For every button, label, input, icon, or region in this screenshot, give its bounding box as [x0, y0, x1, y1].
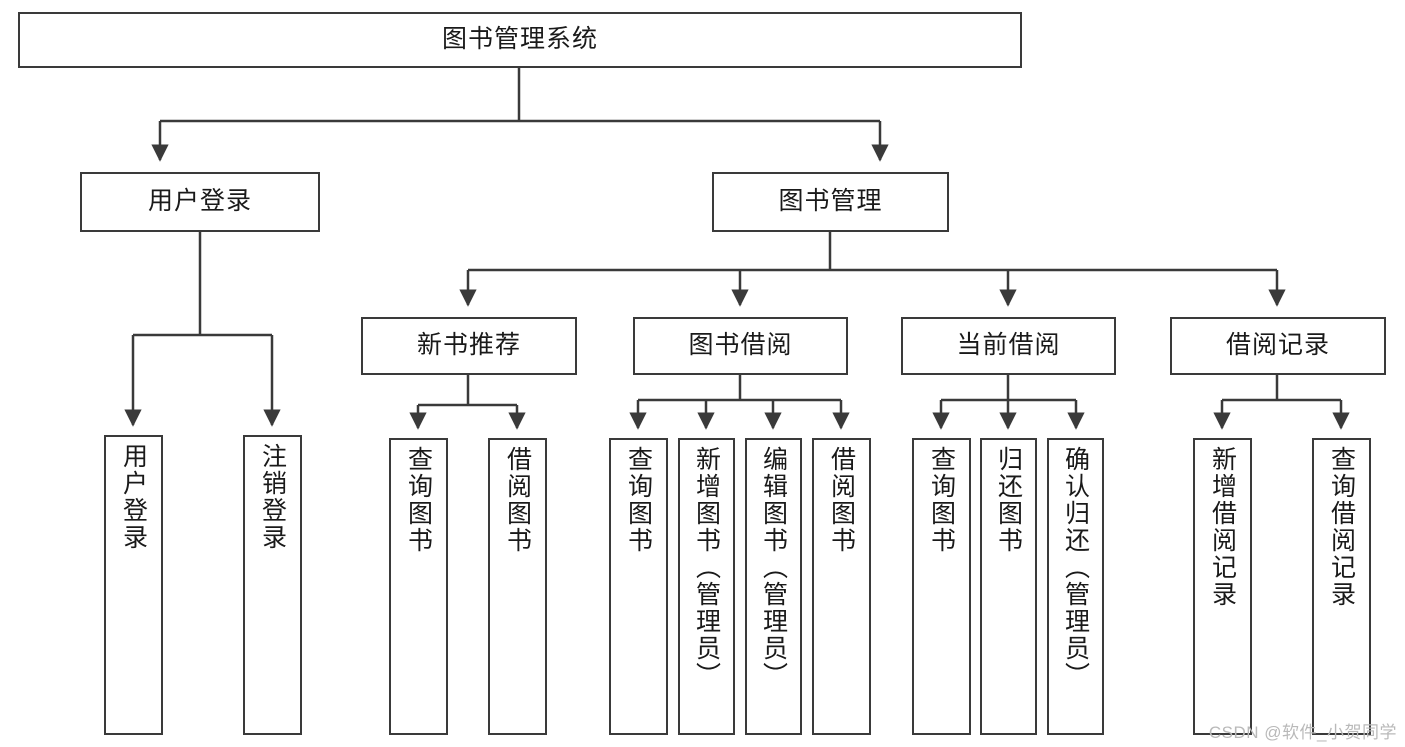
- node-label: 借阅记录: [1225, 331, 1330, 360]
- node-label: 新书推荐: [416, 331, 521, 360]
- leaf-label: 查询图书: [404, 446, 433, 554]
- leaf-label: 借阅图书: [503, 446, 532, 554]
- leaf-label: 新增图书（管理员）: [692, 446, 721, 689]
- node-book-borrow[interactable]: 图书借阅: [633, 317, 848, 375]
- leaf-recommend-borrow-book[interactable]: 借阅图书: [488, 438, 547, 735]
- node-root-system[interactable]: 图书管理系统: [18, 12, 1022, 68]
- leaf-borrow-add-book-admin[interactable]: 新增图书（管理员）: [678, 438, 735, 735]
- leaf-current-query-book[interactable]: 查询图书: [912, 438, 971, 735]
- leaf-label: 借阅图书: [827, 446, 856, 554]
- csdn-watermark: CSDN @软件_小贺同学: [1208, 723, 1397, 742]
- node-label: 用户登录: [147, 187, 252, 216]
- leaf-current-return-book[interactable]: 归还图书: [980, 438, 1037, 735]
- leaf-label: 确认归还（管理员）: [1061, 446, 1090, 689]
- node-current-borrow[interactable]: 当前借阅: [901, 317, 1116, 375]
- leaf-user-logout[interactable]: 注销登录: [243, 435, 302, 735]
- leaf-label: 归还图书: [994, 446, 1023, 554]
- node-new-book-recommend[interactable]: 新书推荐: [361, 317, 577, 375]
- node-book-management[interactable]: 图书管理: [712, 172, 949, 232]
- leaf-borrow-borrow-book[interactable]: 借阅图书: [812, 438, 871, 735]
- leaf-borrow-query-book[interactable]: 查询图书: [609, 438, 668, 735]
- leaf-label: 查询图书: [624, 446, 653, 554]
- leaf-user-login[interactable]: 用户登录: [104, 435, 163, 735]
- leaf-label: 注销登录: [258, 443, 287, 551]
- node-label: 当前借阅: [956, 331, 1061, 360]
- node-label: 图书管理: [778, 187, 883, 216]
- leaf-borrow-edit-book-admin[interactable]: 编辑图书（管理员）: [745, 438, 802, 735]
- leaf-current-confirm-return-admin[interactable]: 确认归还（管理员）: [1047, 438, 1104, 735]
- leaf-record-query-borrow-record[interactable]: 查询借阅记录: [1312, 438, 1371, 735]
- node-label: 图书借阅: [688, 331, 793, 360]
- leaf-label: 新增借阅记录: [1208, 446, 1237, 608]
- leaf-label: 查询图书: [927, 446, 956, 554]
- leaf-recommend-query-book[interactable]: 查询图书: [389, 438, 448, 735]
- node-borrow-record[interactable]: 借阅记录: [1170, 317, 1386, 375]
- node-label: 图书管理系统: [441, 25, 598, 54]
- leaf-record-add-borrow-record[interactable]: 新增借阅记录: [1193, 438, 1252, 735]
- node-user-login[interactable]: 用户登录: [80, 172, 320, 232]
- leaf-label: 查询借阅记录: [1327, 446, 1356, 608]
- leaf-label: 用户登录: [119, 443, 148, 551]
- leaf-label: 编辑图书（管理员）: [759, 446, 788, 689]
